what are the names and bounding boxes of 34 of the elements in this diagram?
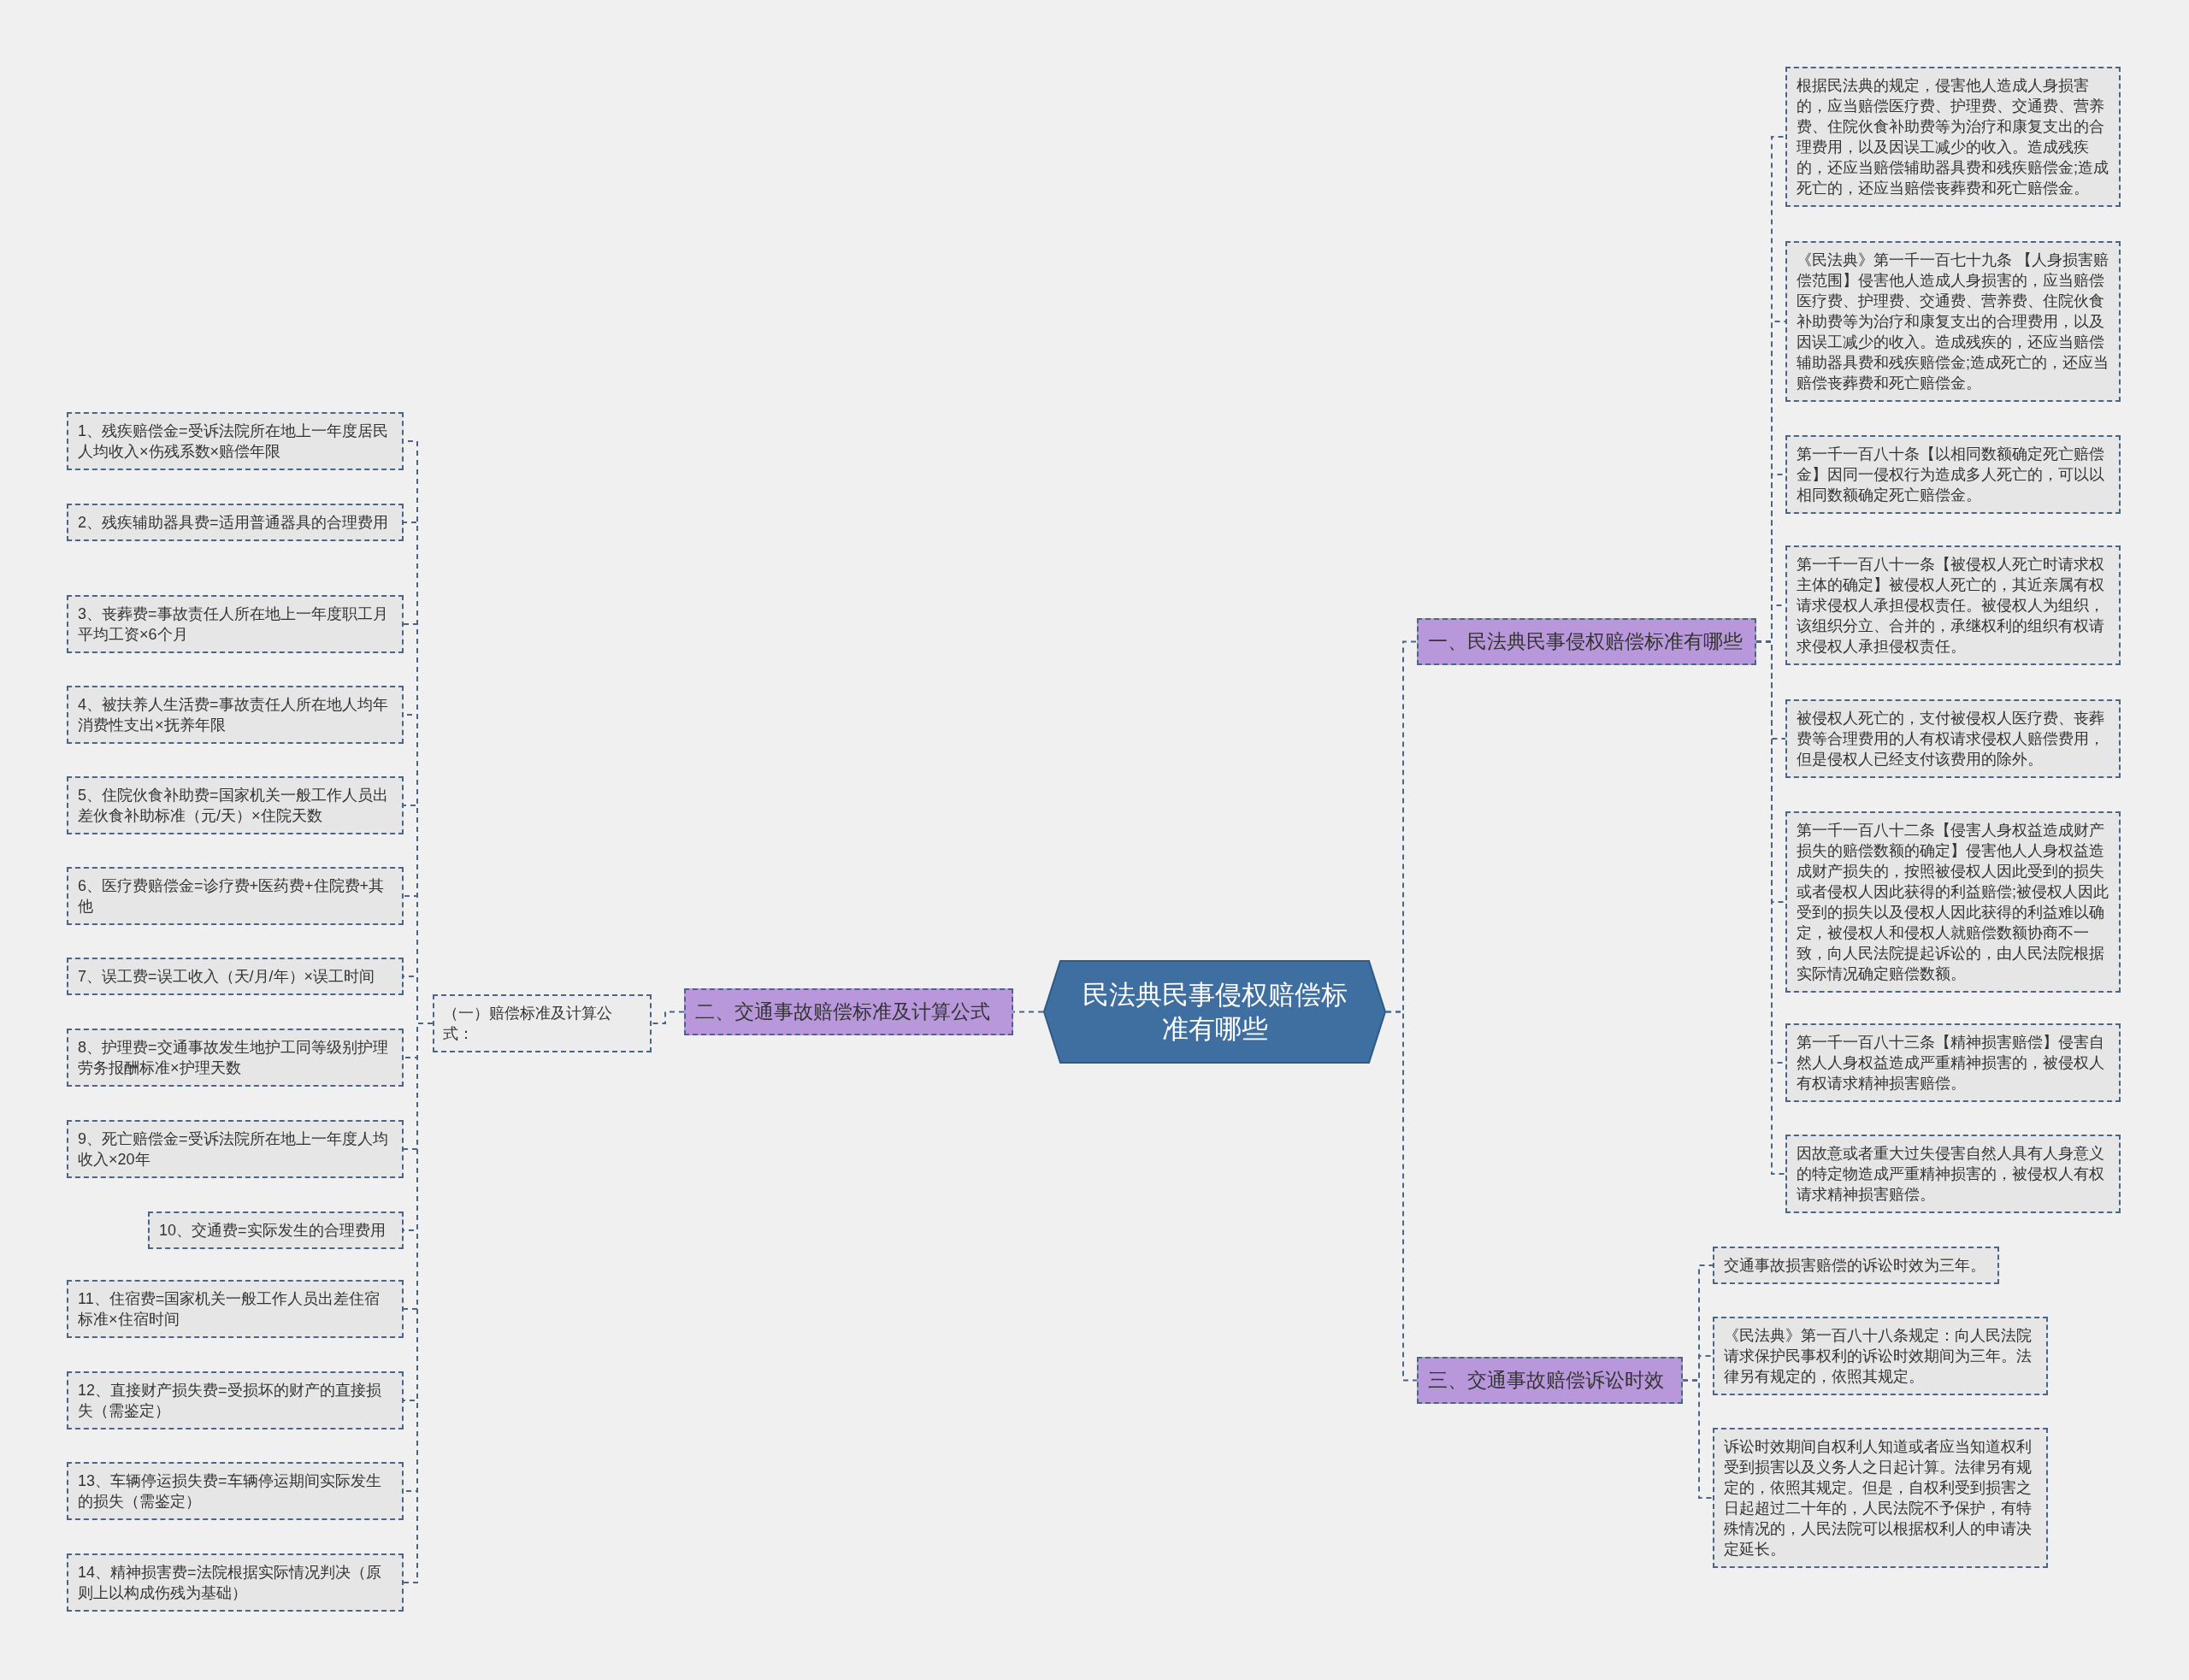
text-box: 《民法典》第一百八十八条规定：向人民法院请求保护民事权利的诉讼时效期间为三年。法律另有规定的，依照其规定。: [1713, 1317, 2048, 1395]
text-box: 诉讼时效期间自权利人知道或者应当知道权利受到损害以及义务人之日起计算。法律另有规定的，依照其规定。但是，自权利受到损害之日起超过二十年的，人民法院不予保护，有特殊情况的，人民法院可以根据权利人的申请决定延长。: [1713, 1428, 2048, 1568]
text-box: 第一千一百八十三条【精神损害赔偿】侵害自然人人身权益造成严重精神损害的，被侵权人有权请求精神损害赔偿。: [1785, 1023, 2121, 1102]
text-box: 6、医疗费赔偿金=诊疗费+医药费+住院费+其他: [67, 867, 404, 925]
connector-line: [1682, 1379, 1714, 1499]
topic-box: 二、交通事故赔偿标准及计算公式: [684, 988, 1013, 1035]
text-box: 因故意或者重大过失侵害自然人具有人身意义的特定物造成严重精神损害的，被侵权人有权请求精神损害赔偿。: [1785, 1135, 2121, 1213]
text-box: 8、护理费=交通事故发生地护工同等级别护理劳务报酬标准×护理天数: [67, 1029, 404, 1087]
topic-box: 三、交通事故赔偿诉讼时效: [1417, 1357, 1683, 1404]
text-box: 12、直接财产损失费=受损坏的财产的直接损失（需鉴定）: [67, 1371, 404, 1429]
text-box: 3、丧葬费=事故责任人所在地上一年度职工月平均工资×6个月: [67, 595, 404, 653]
text-box: 7、误工费=误工收入（天/月/年）×误工时间: [67, 958, 404, 995]
text-box: 14、精神损害费=法院根据实际情况判决（原则上以构成伤残为基础）: [67, 1553, 404, 1612]
text-box: 1、残疾赔偿金=受诉法院所在地上一年度居民人均收入×伤残系数×赔偿年限: [67, 412, 404, 470]
text-box: 第一千一百八十条【以相同数额确定死亡赔偿金】因同一侵权行为造成多人死亡的，可以以相同数额确定死亡赔偿金。: [1785, 435, 2121, 514]
topic-box: 一、民法典民事侵权赔偿标准有哪些: [1417, 618, 1756, 665]
text-box: 第一千一百八十二条【侵害人身权益造成财产损失的赔偿数额的确定】侵害他人人身权益造成财产损失的，按照被侵权人因此受到的损失或者侵权人因此获得的利益赔偿;被侵权人因此受到的损失以及侵权人因此获得的利益难以确定，被侵权人和侵权人就赔偿数额协商不一致，向人民法院提起诉讼的，由人民法院根据实际情况确定赔偿数额。: [1785, 811, 2121, 993]
text-box: 交通事故损害赔偿的诉讼时效为三年。: [1713, 1247, 1999, 1284]
connector-line: [1385, 1011, 1418, 1382]
connector-line: [651, 1011, 685, 1024]
text-box: 9、死亡赔偿金=受诉法院所在地上一年度人均收入×20年: [67, 1120, 404, 1178]
text-box: 5、住院伙食补助费=国家机关一般工作人员出差伙食补助标准（元/天）×住院天数: [67, 776, 404, 834]
text-box: 4、被扶养人生活费=事故责任人所在地人均年消费性支出×抚养年限: [67, 686, 404, 744]
text-box: 第一千一百八十一条【被侵权人死亡时请求权主体的确定】被侵权人死亡的，其近亲属有权请求侵权人承担侵权责任。被侵权人为组织，该组织分立、合并的，承继权利的组织有权请求侵权人承担侵权责任。: [1785, 545, 2121, 665]
text-box: 13、车辆停运损失费=车辆停运期间实际发生的损失（需鉴定）: [67, 1462, 404, 1520]
connector-line: [1012, 1011, 1044, 1013]
text-box: 2、残疾辅助器具费=适用普通器具的合理费用: [67, 504, 404, 541]
text-box: 根据民法典的规定，侵害他人造成人身损害的，应当赔偿医疗费、护理费、交通费、营养费、住院伙食补助费等为治疗和康复支出的合理费用，以及因误工减少的收入。造成残疾的，还应当赔偿辅助器具费和残疾赔偿金;造成死亡的，还应当赔偿丧葬费和死亡赔偿金。: [1785, 67, 2121, 207]
text-box: 《民法典》第一千一百七十九条 【人身损害赔偿范围】侵害他人造成人身损害的，应当赔偿医疗费、护理费、交通费、营养费、住院伙食补助费等为治疗和康复支出的合理费用，以及因误工减少的收入。造成残疾的，还应当赔偿辅助器具费和残疾赔偿金;造成死亡的，还应当赔偿丧葬费和死亡赔偿金。: [1785, 241, 2121, 402]
subtopic-box: （一）赔偿标准及计算公式：: [433, 994, 652, 1052]
text-box: 11、住宿费=国家机关一般工作人员出差住宿标准×住宿时间: [67, 1280, 404, 1338]
text-box: 被侵权人死亡的，支付被侵权人医疗费、丧葬费等合理费用的人有权请求侵权人赔偿费用，但是侵权人已经支付该费用的除外。: [1785, 699, 2121, 778]
text-box: 10、交通费=实际发生的合理费用: [148, 1211, 404, 1249]
central-topic: 民法典民事侵权赔偿标准有哪些: [1043, 960, 1386, 1064]
